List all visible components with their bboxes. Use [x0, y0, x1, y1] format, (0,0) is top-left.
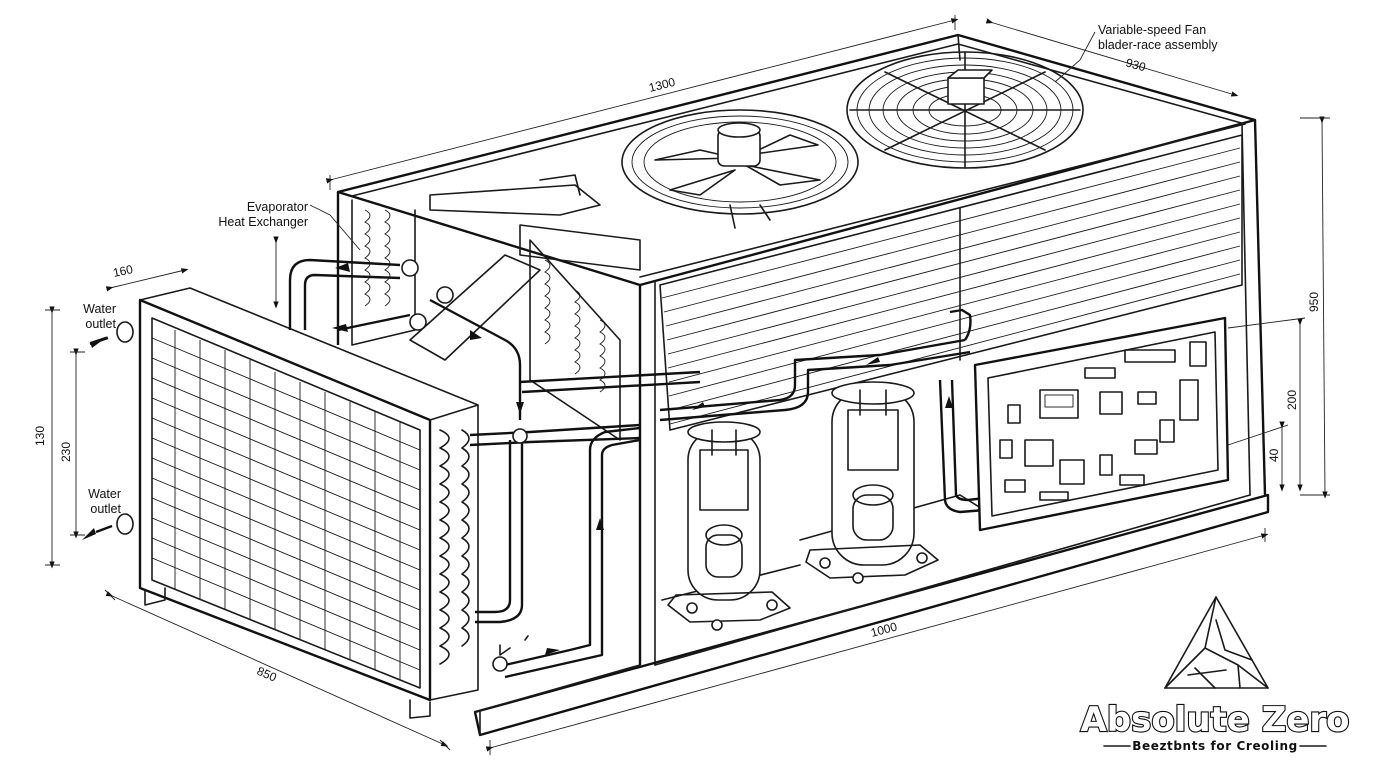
fan-label-line2: blader-race assembly	[1098, 38, 1218, 52]
water-outlet-bottom-line2: outlet	[90, 502, 121, 516]
dim-length-top: 1300	[647, 75, 677, 95]
fan-label-line1: Variable-speed Fan	[1098, 23, 1206, 37]
leader-lines	[309, 31, 1096, 251]
compressor-1	[667, 421, 791, 631]
dim-height-inner: 230	[59, 442, 73, 462]
dimension-lines	[45, 15, 1330, 755]
flow-arrow	[596, 518, 604, 530]
refrigerant-piping	[288, 258, 986, 679]
flow-arrow	[866, 357, 880, 365]
dim-panel-offset: 40	[1267, 448, 1281, 462]
compressor-2	[805, 381, 939, 584]
flow-arrow	[470, 330, 482, 340]
dim-depth-small: 160	[112, 262, 135, 280]
evaporator-label-line2: Heat Exchanger	[218, 215, 308, 229]
flow-arrow	[516, 402, 524, 414]
dim-height-right: 950	[1307, 292, 1321, 312]
evaporator-coil	[351, 174, 641, 441]
water-outlet-bottom-line1: Water	[88, 487, 121, 501]
brand-tagline: Beeztbnts for Creoling	[1132, 739, 1298, 753]
dim-depth-bottom: 850	[255, 664, 279, 685]
flow-arrow	[332, 324, 348, 332]
flow-arrow	[692, 402, 705, 410]
water-outlet-top-line1: Water	[83, 302, 116, 316]
flow-arrow	[335, 263, 350, 272]
brand-logo: Absolute Zero Beeztbnts for Creoling	[1079, 596, 1351, 753]
evaporator-label-line1: Evaporator	[247, 200, 308, 214]
water-outlet-top-line2: outlet	[85, 317, 116, 331]
control-panel	[973, 316, 1230, 532]
condenser-coil	[659, 134, 1243, 431]
flow-arrow	[945, 396, 953, 408]
brand-triangle-icon	[1164, 596, 1269, 689]
dim-panel-height: 200	[1285, 390, 1299, 410]
brand-name: Absolute Zero	[1080, 700, 1349, 740]
dim-height-left: 130	[33, 426, 47, 446]
dim-width-top: 930	[1124, 55, 1147, 74]
dim-length-bottom: 1000	[869, 619, 899, 640]
heat-exchanger	[116, 287, 479, 719]
front-fan	[846, 51, 1084, 169]
rear-fan	[621, 109, 859, 229]
flow-arrow	[82, 528, 96, 540]
